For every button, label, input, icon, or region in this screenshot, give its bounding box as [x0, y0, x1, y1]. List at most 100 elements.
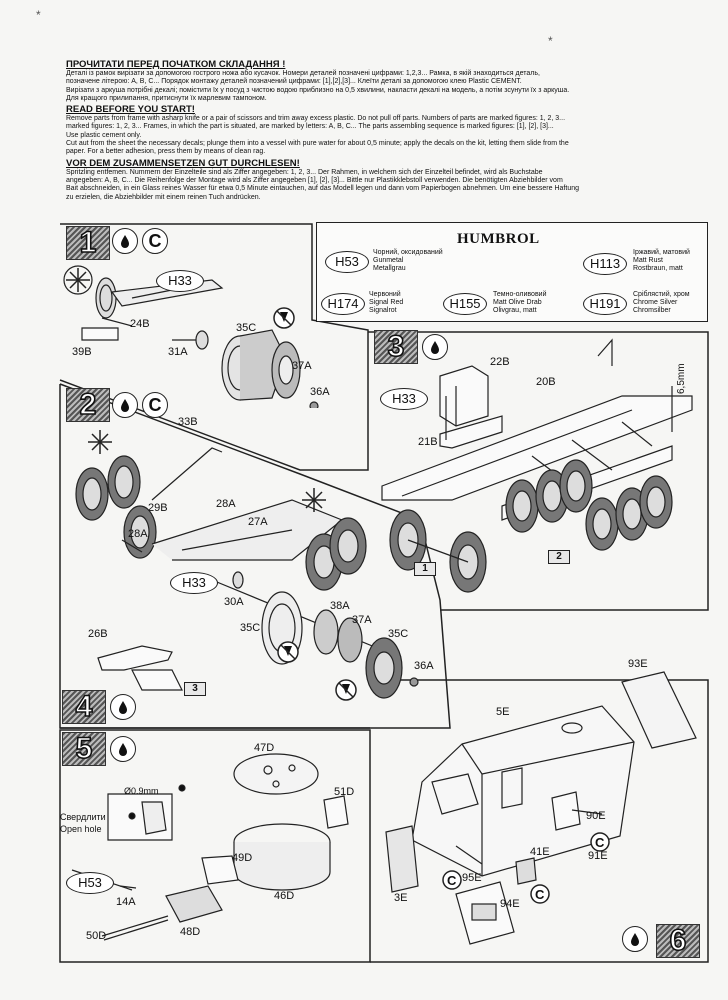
part-label: 39B	[72, 346, 92, 358]
dimension-label: 6,5mm	[676, 363, 687, 394]
step-number-4: 4	[62, 689, 106, 724]
part-label: 41E	[530, 846, 550, 858]
part-label: 26B	[88, 628, 108, 640]
cement-tube-icon: C	[142, 228, 168, 254]
drill-label-en: Open hole	[60, 824, 102, 834]
part-label: 3E	[394, 892, 408, 904]
cement-icon	[622, 926, 648, 952]
step5-drawing	[71, 753, 349, 941]
en-text: Remove parts from frame with asharp knif…	[66, 115, 566, 123]
cement-tube-icon: C	[142, 392, 168, 418]
en-text: marked figures: 1, 2, 3... Frames, in wh…	[66, 123, 554, 131]
part-label: 37A	[292, 360, 312, 372]
part-label: 90E	[586, 810, 606, 822]
drill-diameter: Ø0.9mm	[124, 786, 159, 796]
de-text: Spritzling entfemen. Nummern der Einzelt…	[66, 168, 543, 176]
step-number-5: 5	[62, 731, 106, 766]
step-number-6: 6	[656, 923, 700, 958]
ua-heading: ПРОЧИТАТИ ПЕРЕД ПОЧАТКОМ СКЛАДАННЯ !	[66, 59, 286, 70]
part-label: 95E	[462, 872, 482, 884]
part-label: 46D	[274, 890, 295, 902]
paint-code-badge: H33	[156, 270, 204, 292]
humbrol-title: HUMBROL	[457, 231, 540, 247]
en-text: Use plastic cement only.	[66, 131, 142, 139]
part-label: 35C	[240, 622, 261, 634]
svg-text:C: C	[535, 887, 545, 902]
color-code: H155	[443, 293, 487, 315]
part-label: 24B	[130, 318, 150, 330]
part-label: 21B	[418, 436, 438, 448]
paint-code-badge: H33	[170, 572, 218, 594]
de-text: angegeben: A, B, C... Die Reihenfolge de…	[66, 176, 563, 184]
de-heading: VOR DEM ZUSAMMENSETZEN GUT DURCHLESEN!	[66, 157, 300, 169]
svg-text:C: C	[595, 835, 605, 850]
stray-mark: *	[36, 8, 41, 22]
cement-icon	[110, 736, 136, 762]
step-number-3: 3	[374, 329, 418, 364]
part-label: 35C	[388, 628, 409, 640]
part-label: 31A	[168, 346, 188, 358]
sequence-callout: 1	[414, 562, 436, 576]
instructions-block: ПРОЧИТАТИ ПЕРЕД ПОЧАТКОМ СКЛАДАННЯ ! Дет…	[66, 58, 690, 202]
stray-mark: *	[548, 34, 553, 48]
part-label: 48D	[180, 926, 201, 938]
part-label: 51D	[334, 786, 355, 798]
color-code: H174	[321, 293, 365, 315]
step1-drawing	[63, 265, 319, 408]
part-label: 14A	[116, 896, 136, 908]
part-label: 38A	[330, 600, 350, 612]
sequence-callout: 3	[184, 682, 206, 696]
part-label: 27A	[248, 516, 268, 528]
ua-text: Вирізати з аркуша потрібні декалі; поміс…	[66, 86, 570, 94]
svg-text:C: C	[447, 873, 457, 888]
ua-text: Деталі із рамок вирізати за допомогою го…	[66, 70, 540, 77]
color-code: H113	[583, 253, 627, 275]
part-label: 36A	[310, 386, 330, 398]
paint-code-badge: H53	[66, 872, 114, 894]
en-text: Cut aut from the sheet the necessary dec…	[66, 140, 569, 148]
part-label: 91E	[588, 850, 608, 862]
part-label: 37A	[352, 614, 372, 626]
step-number-1: 1	[66, 225, 110, 260]
part-label: 22B	[490, 356, 510, 368]
cement-icon	[110, 694, 136, 720]
part-label: 29B	[148, 502, 168, 514]
part-label: 94E	[500, 898, 520, 910]
cement-icon	[422, 334, 448, 360]
color-code: H53	[325, 251, 369, 273]
en-text: paper. For a better adhesion, press them…	[66, 148, 266, 156]
paint-code-badge: H33	[380, 388, 428, 410]
ua-text: Для кращого прилипання, притиснути їх ма…	[66, 94, 267, 102]
step2-drawing	[75, 430, 419, 701]
part-label: 35C	[236, 322, 257, 334]
part-label: 28A	[128, 528, 148, 540]
step6-drawing: C C C	[385, 671, 697, 945]
ua-text: позначене літерою: А, В, С... Порядок мо…	[66, 78, 522, 86]
part-label: 30A	[224, 596, 244, 608]
en-heading: READ BEFORE YOU START!	[66, 104, 195, 116]
part-label: 20B	[536, 376, 556, 388]
de-text: Bait abschneiden, in ein Glass reines Wa…	[66, 185, 579, 193]
part-label: 93E	[628, 658, 648, 670]
part-label: 33B	[178, 416, 198, 428]
sequence-callout: 2	[548, 550, 570, 564]
cement-icon	[112, 392, 138, 418]
part-label: 50D	[86, 930, 107, 942]
part-label: 5E	[496, 706, 510, 718]
part-label: 49D	[232, 852, 253, 864]
part-label: 36A	[414, 660, 434, 672]
part-label: 28A	[216, 498, 236, 510]
step-number-2: 2	[66, 387, 110, 422]
cement-icon	[112, 228, 138, 254]
part-label: 47D	[254, 742, 275, 754]
color-code: H191	[583, 293, 627, 315]
drill-label-ua: Свердлити	[60, 812, 106, 822]
